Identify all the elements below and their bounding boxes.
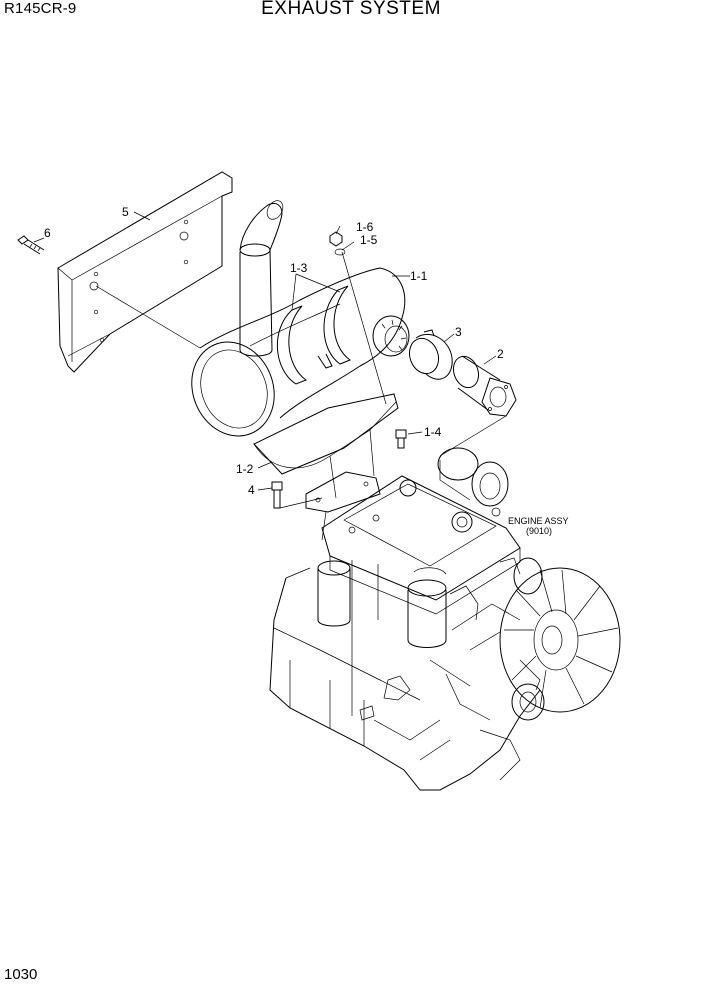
callout-3: 3 [455,325,462,339]
page-title: EXHAUST SYSTEM [261,0,441,19]
leader-lines [33,211,507,541]
callout-1-2: 1-2 [236,462,254,476]
mounting-bracket [253,393,399,513]
callout-6: 6 [44,226,51,240]
page-number: 1030 [4,966,38,983]
callout-1-5: 1-5 [360,233,378,247]
bolt-1-4 [395,429,407,449]
callout-4: 4 [248,483,255,497]
heat-shield-plate [57,171,233,373]
nut-and-washer [329,231,346,256]
engine-assy-ref: (9010) [526,526,552,536]
callout-1-6: 1-6 [356,220,374,234]
callout-labels: 5 6 1-6 1-5 1-3 1-1 3 2 1-4 1-2 4 ENGINE… [44,205,569,536]
exhaust-pipe-2 [452,355,517,417]
bolt-4 [271,481,283,509]
callout-5: 5 [122,205,129,219]
clamp-3 [408,329,453,380]
callout-2: 2 [497,347,504,361]
callout-1-4: 1-4 [424,425,442,439]
bolt-6 [17,235,45,255]
callout-1-3: 1-3 [290,261,308,275]
callout-1-1: 1-1 [410,269,428,283]
engine-assy-label: ENGINE ASSY [508,516,569,526]
engine-assembly [269,447,621,791]
muffler-assembly [191,200,410,437]
model-code: R145CR-9 [4,0,77,17]
